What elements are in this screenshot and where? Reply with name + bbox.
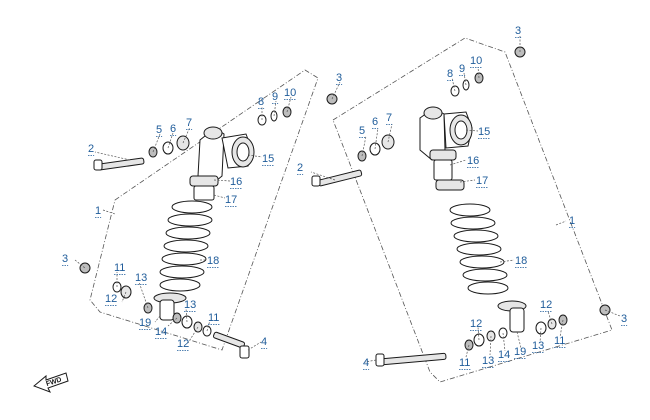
- left-shock-body: [189, 126, 255, 201]
- callout-17: 17: [476, 175, 488, 187]
- callout-10: 10: [284, 87, 296, 99]
- callout-13: 13: [184, 299, 196, 311]
- right-lower-bolt: [375, 352, 447, 367]
- callout-16: 16: [230, 176, 242, 188]
- callout-17: 17: [225, 194, 237, 206]
- left-shock-assembly: [74, 69, 341, 359]
- callout-8: 8: [258, 96, 264, 108]
- left-assembly-frame: [89, 69, 319, 351]
- callout-18: 18: [515, 255, 527, 267]
- callout-2: 2: [297, 162, 303, 174]
- right-shock-assembly: [310, 36, 621, 383]
- fwd-arrow-icon: FWD: [33, 372, 69, 393]
- callout-3: 3: [62, 253, 68, 265]
- callout-4: 4: [261, 336, 267, 348]
- left-lower-washers: [143, 302, 212, 337]
- callout-6: 6: [170, 123, 176, 135]
- left-lower-mount: [153, 292, 187, 321]
- callout-7: 7: [186, 117, 192, 129]
- left-callouts: 1 2 3 3 4 5 6 7 8 9 10 11 11 12 12 13 13…: [62, 72, 343, 351]
- callout-8: 8: [447, 68, 453, 80]
- callout-12: 12: [177, 338, 189, 350]
- right-bolt: [311, 169, 363, 187]
- callout-14: 14: [155, 326, 167, 338]
- callout-11: 11: [459, 357, 470, 369]
- callout-19: 19: [139, 317, 151, 329]
- left-bolt: [93, 157, 145, 171]
- callout-9: 9: [459, 63, 465, 75]
- callout-12: 12: [540, 299, 552, 311]
- right-shock-body: [419, 106, 473, 191]
- callout-3: 3: [515, 25, 521, 37]
- callout-10: 10: [470, 55, 482, 67]
- callout-18: 18: [207, 255, 219, 267]
- callout-19: 19: [514, 346, 526, 358]
- callout-12: 12: [105, 293, 117, 305]
- left-coil-spring: [159, 200, 213, 292]
- fwd-label: FWD: [45, 376, 62, 388]
- callout-11: 11: [554, 335, 565, 347]
- callout-14: 14: [498, 349, 510, 361]
- callout-7: 7: [386, 112, 392, 124]
- callout-12: 12: [470, 318, 482, 330]
- callout-9: 9: [272, 91, 278, 103]
- right-coil-spring: [449, 203, 509, 295]
- callout-1: 1: [95, 205, 101, 217]
- callout-1: 1: [569, 215, 575, 227]
- callout-15: 15: [262, 153, 274, 165]
- left-lower-bolt: [213, 331, 250, 359]
- callout-6: 6: [372, 116, 378, 128]
- callout-5: 5: [156, 124, 162, 136]
- callout-11: 11: [208, 312, 219, 324]
- callout-3: 3: [336, 72, 342, 84]
- callout-13: 13: [135, 272, 147, 284]
- callout-4: 4: [363, 357, 369, 369]
- callout-13: 13: [482, 355, 494, 367]
- right-lower-mount: [497, 300, 527, 333]
- callout-16: 16: [467, 155, 479, 167]
- callout-15: 15: [478, 126, 490, 138]
- callout-5: 5: [359, 125, 365, 137]
- callout-11: 11: [114, 262, 125, 274]
- callout-13: 13: [532, 340, 544, 352]
- left-top-hardware: [257, 93, 338, 126]
- callout-2: 2: [88, 143, 94, 155]
- right-callouts: 1 2 3 3 4 5 6 7 8 9 10 11 11 12 12 13 13…: [297, 25, 628, 370]
- callout-3: 3: [621, 313, 627, 325]
